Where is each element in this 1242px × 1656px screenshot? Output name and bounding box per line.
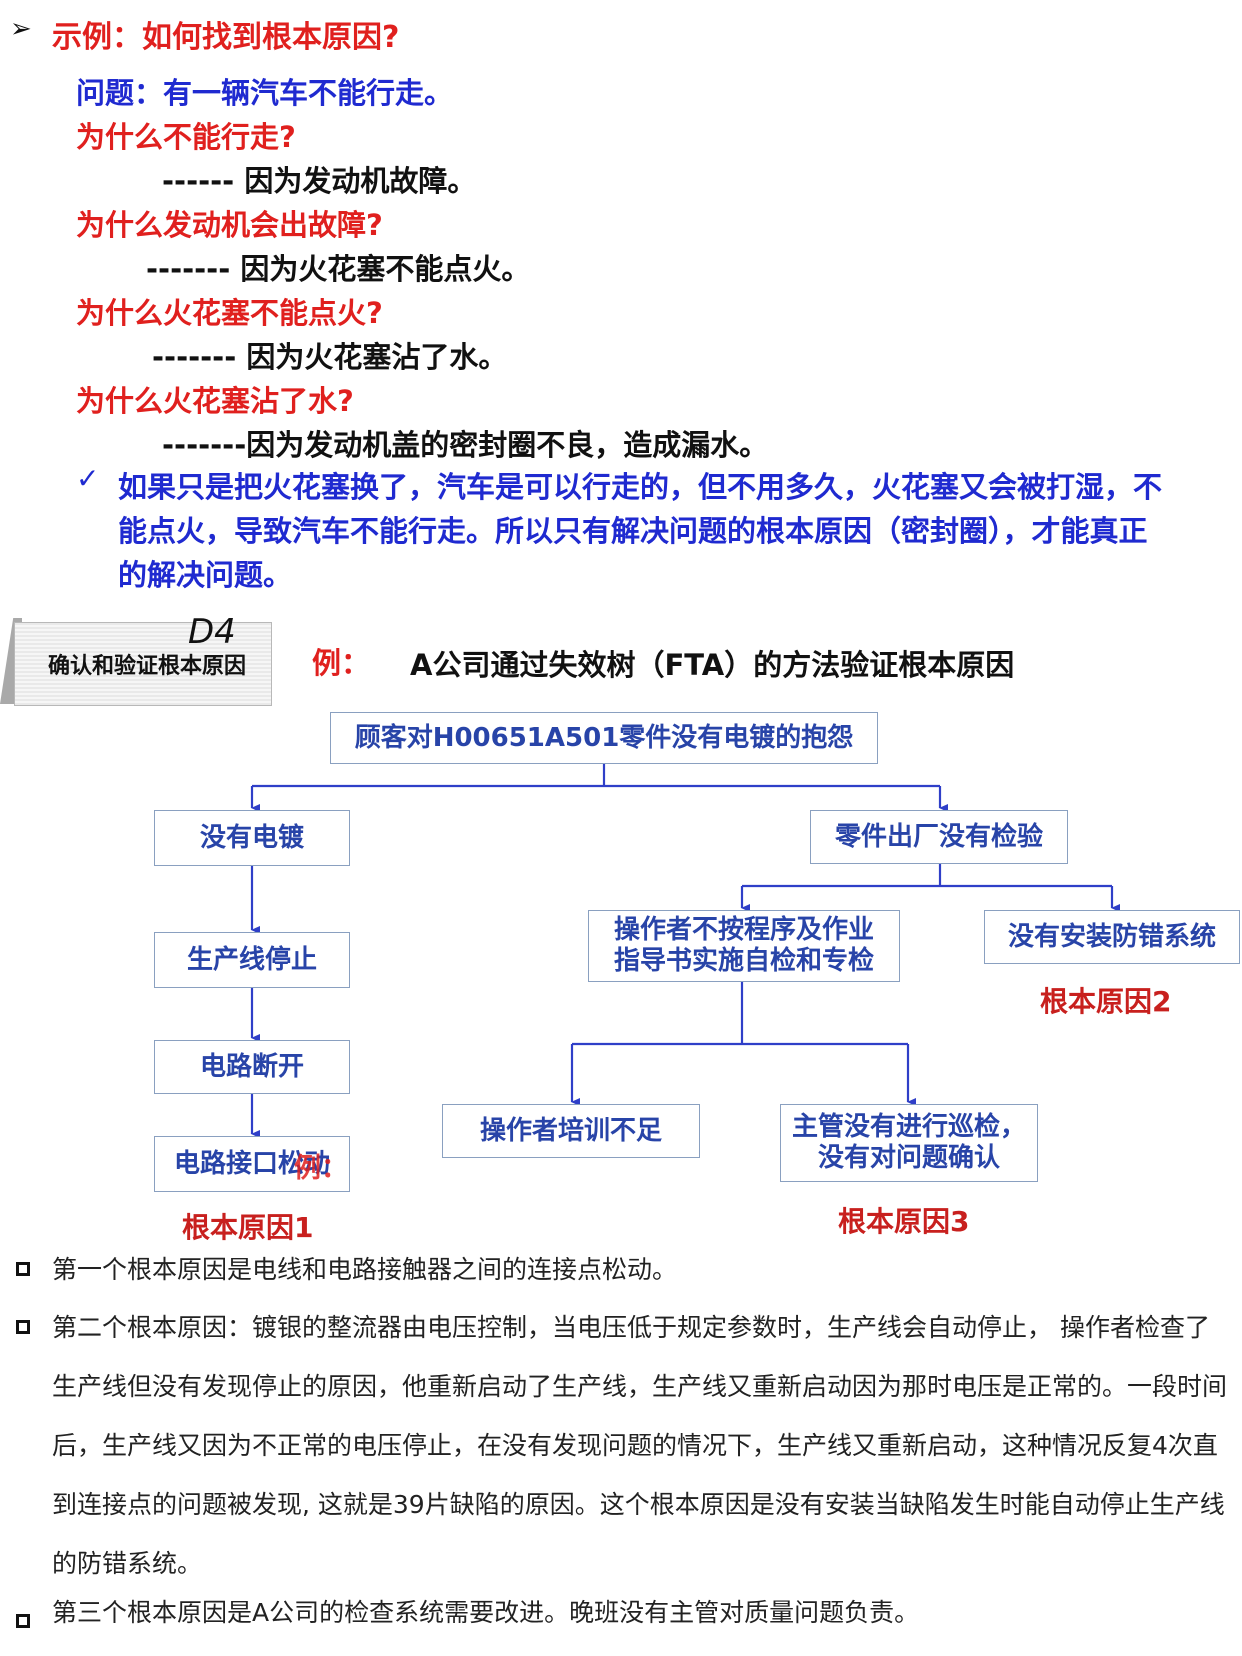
tab-face — [14, 622, 272, 706]
why-question-2: 为什么发动机会出故障? — [76, 208, 383, 242]
why-question-1: 为什么不能行走? — [76, 120, 296, 154]
fta-box-operator-line-1: 操作者不按程序及作业 — [613, 915, 874, 946]
fta-top-box: 顾客对H00651A501零件没有电镀的抱怨 — [330, 712, 878, 764]
conclusion-line-2: 能点火，导致汽车不能行走。所以只有解决问题的根本原因（密封圈），才能真正 — [118, 514, 1148, 548]
root-cause-label-3: 根本原因3 — [838, 1205, 970, 1238]
fta-box-operator: 操作者不按程序及作业 指导书实施自检和专检 — [588, 910, 900, 982]
fta-box-not-inspected: 零件出厂没有检验 — [810, 810, 1068, 864]
fta-box-no-errorproof: 没有安装防错系统 — [984, 910, 1240, 964]
note-bullet-1 — [16, 1262, 30, 1276]
example-heading: 示例：如何找到根本原因? — [52, 20, 400, 55]
fta-box-loose-connector: 电路接口松动 — [154, 1136, 350, 1192]
why-answer-4: -------因为发动机盖的密封圈不良，造成漏水。 — [162, 428, 769, 462]
tab-label: 确认和验证根本原因 — [48, 654, 247, 679]
fta-box-no-plating: 没有电镀 — [154, 810, 350, 866]
fta-prefix: 例： — [312, 646, 371, 680]
overlay-example-mark: 例： — [294, 1153, 348, 1184]
note-2: 第二个根本原因：镀银的整流器由电压控制，当电压低于规定参数时，生产线会自动停止，… — [52, 1313, 1228, 1578]
why-question-3: 为什么火花塞不能点火? — [76, 296, 383, 330]
fta-title: A公司通过失效树（FTA）的方法验证根本原因 — [410, 648, 1015, 682]
fta-box-training: 操作者培训不足 — [442, 1104, 700, 1158]
note-bullet-3 — [16, 1614, 30, 1628]
fta-box-operator-line-2: 指导书实施自检和专检 — [613, 946, 874, 976]
root-cause-label-2: 根本原因2 — [1040, 985, 1172, 1018]
problem-statement: 问题：有一辆汽车不能行走。 — [76, 76, 454, 110]
fta-box-loose-connector-label: 电路接口松动 — [173, 1148, 330, 1179]
why-answer-1: ------ 因为发动机故障。 — [162, 164, 477, 198]
fta-box-circuit-open: 电路断开 — [154, 1040, 350, 1094]
note-1: 第一个根本原因是电线和电路接触器之间的连接点松动。 — [52, 1255, 678, 1284]
fta-box-supervisor-line-2: 没有对问题确认 — [817, 1143, 1000, 1173]
d4-tab: D4 确认和验证根本原因 — [0, 612, 276, 706]
fta-box-line-stop: 生产线停止 — [154, 932, 350, 988]
arrow-bullet-icon: ➢ — [10, 14, 32, 44]
why-answer-3: ------- 因为火花塞沾了水。 — [152, 340, 508, 374]
conclusion-line-3: 的解决问题。 — [118, 558, 293, 592]
why-answer-2: ------- 因为火花塞不能点火。 — [146, 252, 531, 286]
fta-box-supervisor-line-1: 主管没有进行巡检， — [791, 1112, 1026, 1143]
why-question-4: 为什么火花塞沾了水? — [76, 384, 354, 418]
conclusion-line-1: 如果只是把火花塞换了，汽车是可以行走的，但不用多久，火花塞又会被打湿，不 — [118, 470, 1163, 504]
note-3: 第三个根本原因是A公司的检查系统需要改进。晚班没有主管对质量问题负责。 — [52, 1598, 920, 1627]
check-icon: ✓ — [76, 462, 100, 495]
root-cause-label-1: 根本原因1 — [182, 1211, 314, 1244]
fta-box-supervisor: 主管没有进行巡检， 没有对问题确认 — [780, 1104, 1038, 1182]
note-bullet-2 — [16, 1320, 30, 1334]
tab-code: D4 — [188, 612, 236, 652]
